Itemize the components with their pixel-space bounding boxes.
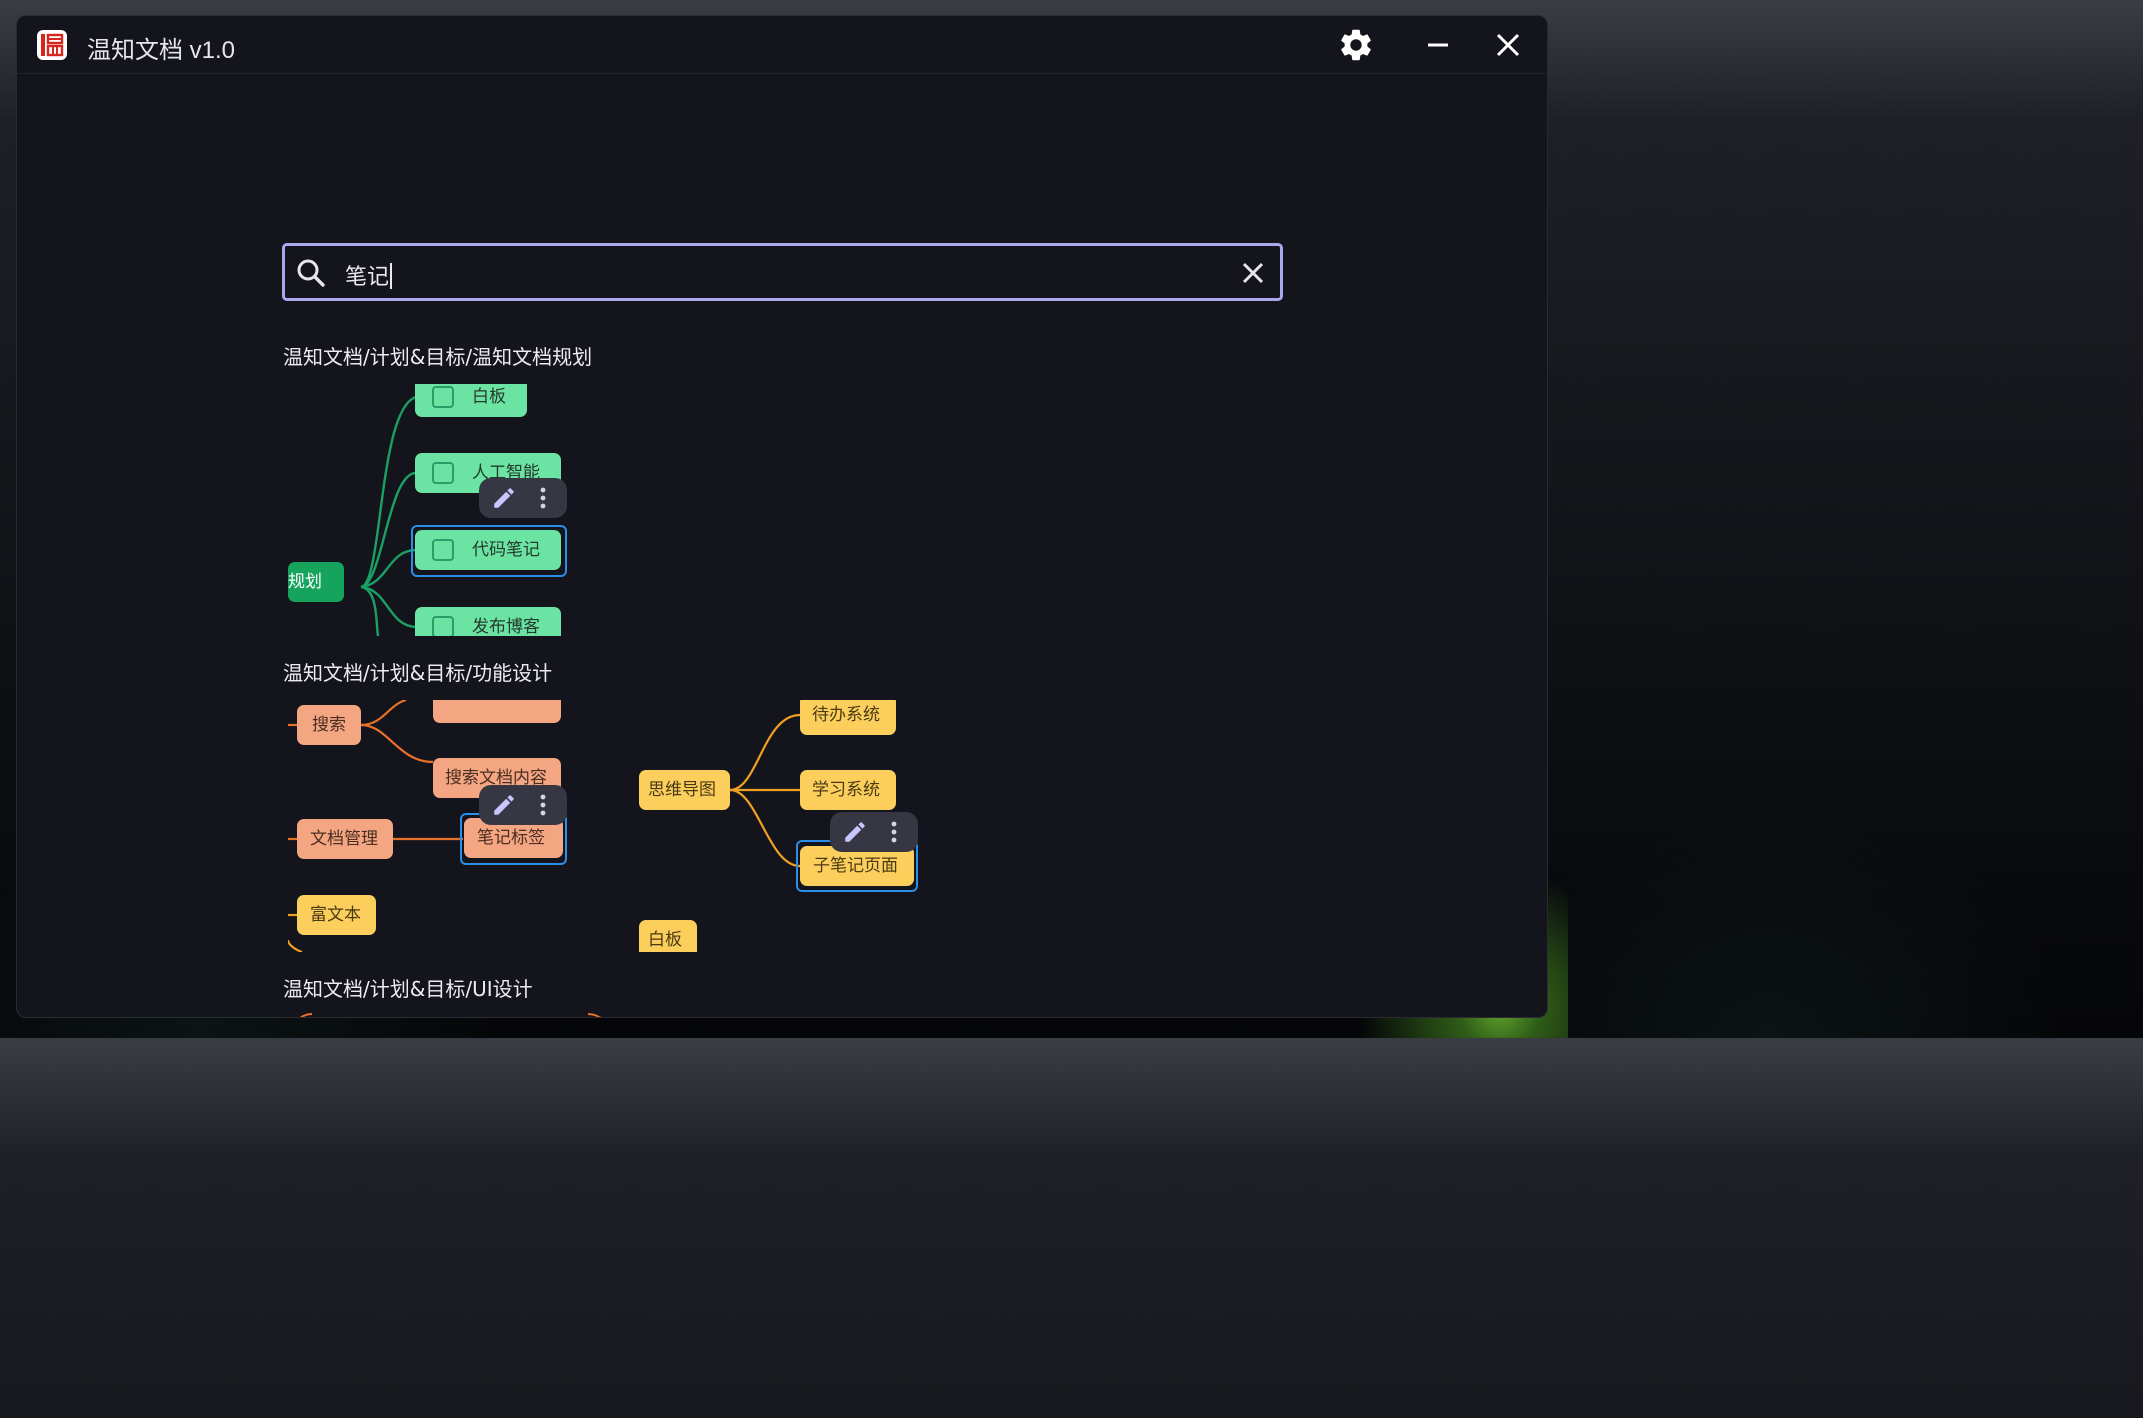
mindmap-branch-node[interactable]: 思维导图: [639, 770, 730, 810]
result-path[interactable]: 温知文档/计划&目标/温知文档规划: [283, 345, 593, 369]
text-caret: [390, 263, 393, 289]
mindmap-connectors: [299, 1013, 602, 1017]
checkbox[interactable]: [432, 462, 454, 484]
mindmap-node[interactable]: 子笔记页面: [800, 846, 914, 886]
selected-node-frame: [411, 525, 567, 577]
mindmap-node[interactable]: 富文本: [297, 895, 376, 935]
pencil-icon[interactable]: [491, 792, 517, 818]
mindmap-node[interactable]: 发布博客: [415, 607, 561, 636]
more-vertical-icon[interactable]: [533, 792, 553, 818]
mindmap-node[interactable]: 搜索: [297, 705, 361, 745]
mindmap-connectors: [288, 700, 801, 952]
clear-search-icon[interactable]: [1238, 258, 1268, 288]
result-preview-mindmap[interactable]: [288, 1012, 628, 1017]
mindmap-node[interactable]: 待办系统: [800, 700, 896, 735]
checkbox[interactable]: [432, 539, 454, 561]
checkbox[interactable]: [432, 386, 454, 408]
pencil-icon[interactable]: [842, 819, 868, 845]
node-toolbar[interactable]: [479, 785, 567, 825]
result-preview-mindmap[interactable]: 规划 白板 人工智能 代码笔记 发布博客: [288, 384, 628, 636]
mindmap-connectors: [360, 395, 417, 636]
mindmap-node[interactable]: 代码笔记: [415, 530, 561, 570]
mindmap-root-node[interactable]: 规划: [288, 562, 344, 602]
node-toolbar[interactable]: [830, 812, 918, 852]
title-bar[interactable]: 温知文档 v1.0: [17, 16, 1547, 74]
gear-icon[interactable]: [1337, 26, 1375, 64]
result-path[interactable]: 温知文档/计划&目标/UI设计: [283, 977, 533, 1001]
more-vertical-icon[interactable]: [533, 485, 553, 511]
node-toolbar[interactable]: [479, 478, 567, 518]
mindmap-node[interactable]: 学习系统: [800, 770, 896, 810]
search-icon: [295, 257, 327, 289]
pencil-icon[interactable]: [491, 485, 517, 511]
more-vertical-icon[interactable]: [884, 819, 904, 845]
app-logo-icon: [37, 30, 67, 60]
mindmap-node[interactable]: [433, 700, 561, 723]
result-preview-mindmap[interactable]: 搜索 搜索文档内容 文档管理 笔记标签 富文本 思维导图 待办系统 学习系统 子…: [288, 700, 988, 952]
result-path[interactable]: 温知文档/计划&目标/功能设计: [283, 661, 553, 685]
app-title: 温知文档 v1.0: [87, 37, 236, 64]
close-icon[interactable]: [1489, 26, 1527, 64]
search-input[interactable]: 笔记: [345, 259, 393, 291]
mindmap-node[interactable]: 白板: [415, 384, 527, 417]
checkbox[interactable]: [432, 616, 454, 636]
minimize-icon[interactable]: [1419, 26, 1457, 64]
mindmap-node[interactable]: 文档管理: [297, 819, 393, 859]
search-box[interactable]: 笔记: [282, 243, 1283, 301]
mindmap-node[interactable]: 白板: [639, 920, 697, 952]
app-window: 温知文档 v1.0 笔记: [16, 15, 1548, 1018]
